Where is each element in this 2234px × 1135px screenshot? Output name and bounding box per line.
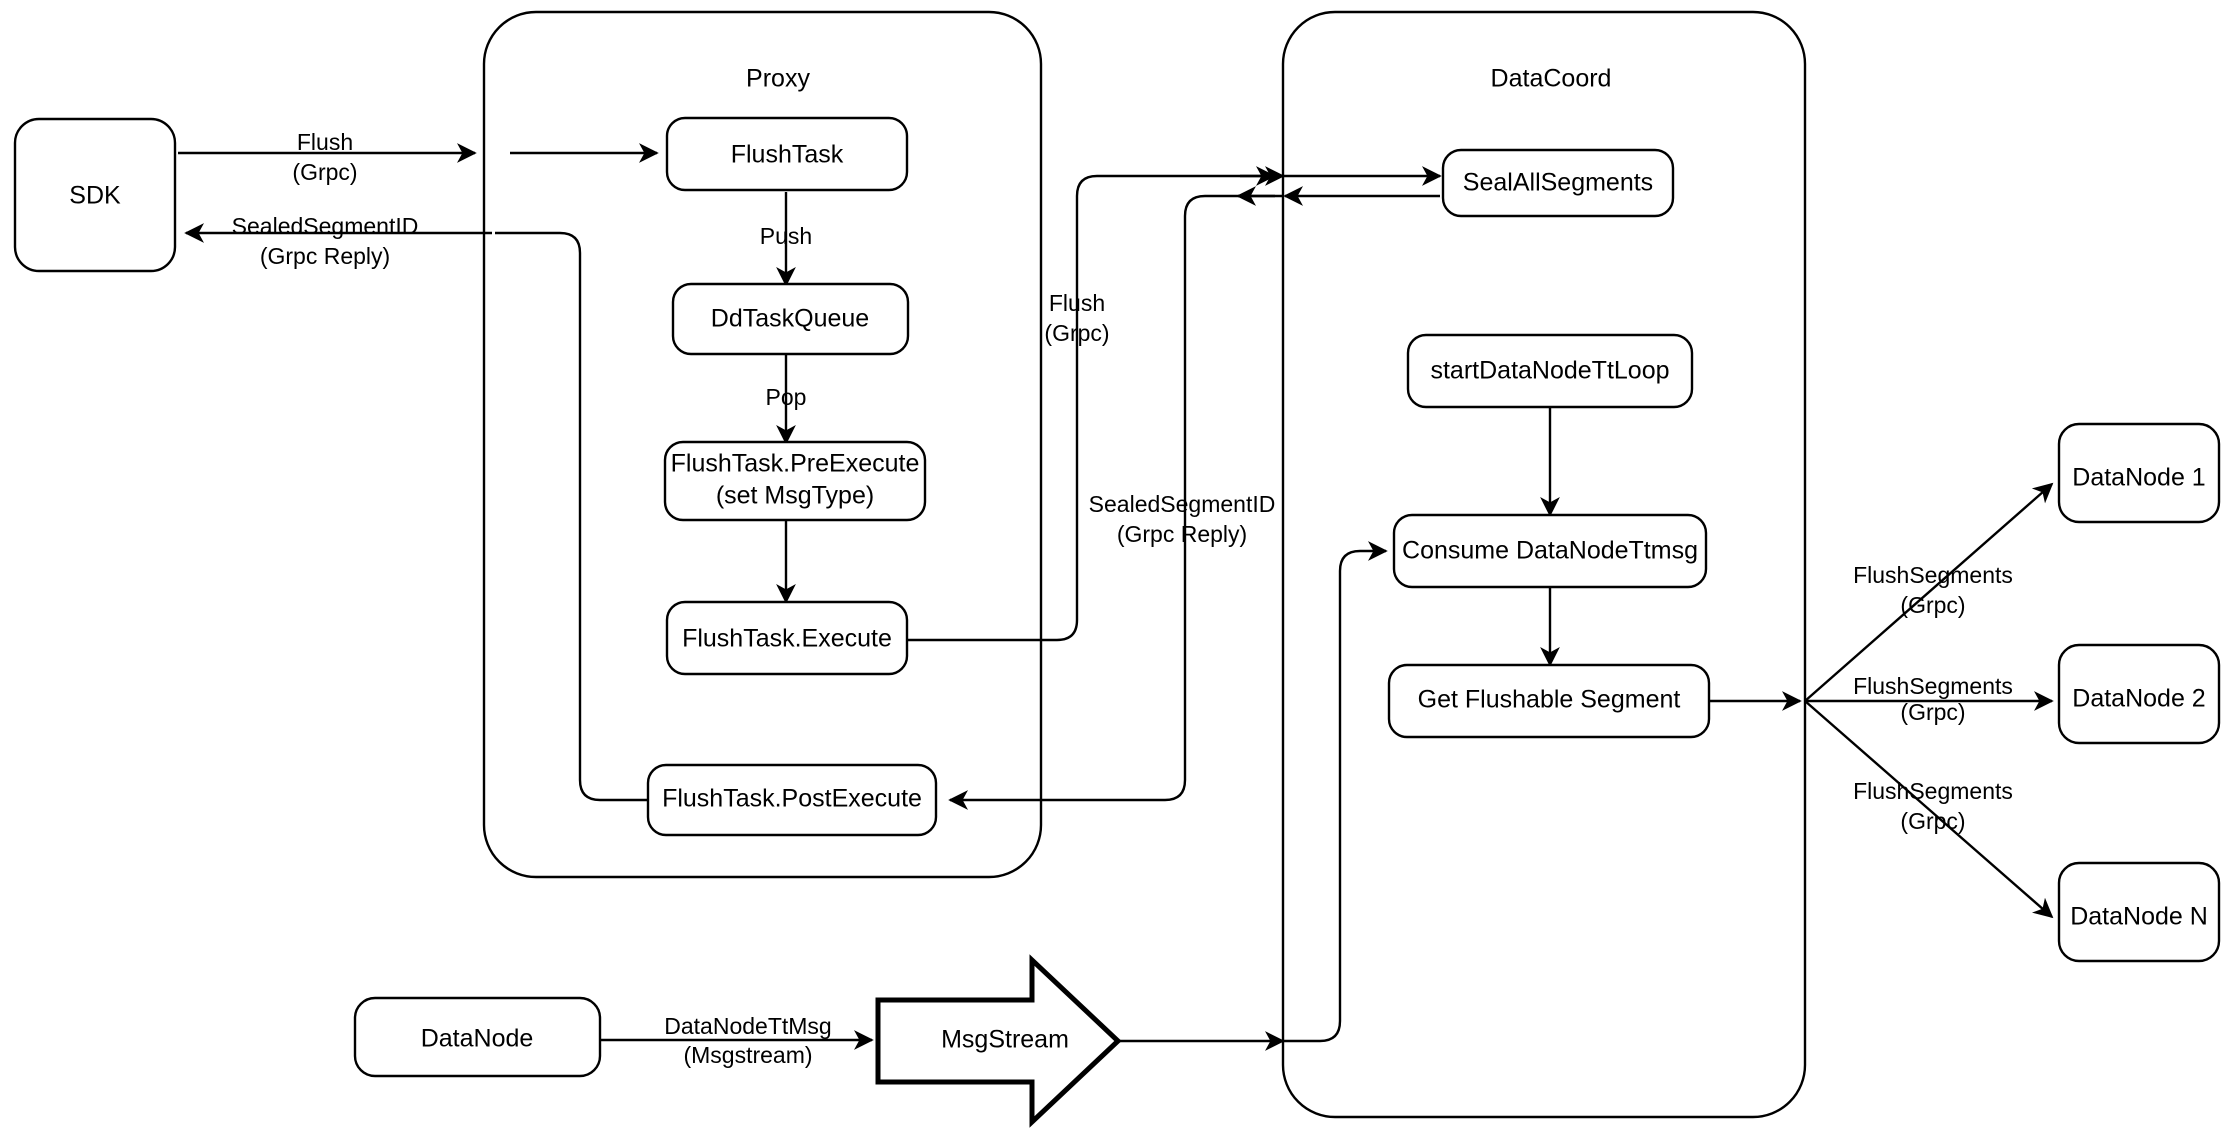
node-datanode-2-label: DataNode 2 <box>2072 685 2205 713</box>
group-proxy-label: Proxy <box>746 65 810 93</box>
node-flushtask-execute-label: FlushTask.Execute <box>682 625 892 653</box>
edge-label-sealed-to-proxy-line2: (Grpc Reply) <box>1117 521 1247 547</box>
edge-execute-to-sealallsegments <box>907 166 1276 642</box>
node-datanode-n-label: DataNode N <box>2070 903 2208 931</box>
edge-sealallsegments-to-postexecute <box>948 194 1275 810</box>
node-msgstream-arrow-shape[interactable] <box>875 954 1122 1128</box>
node-dd-task-queue-label: DdTaskQueue <box>711 305 869 333</box>
node-datanode-source[interactable] <box>353 996 602 1078</box>
edge-label-sealed-reply-line2: (Grpc Reply) <box>260 243 390 269</box>
node-datanode-n[interactable] <box>2057 861 2221 963</box>
edge-msgstream-to-consume <box>1283 541 1388 1043</box>
node-flushtask-postexecute[interactable] <box>646 763 938 837</box>
edge-label-sealed-reply-line1: SealedSegmentID <box>232 213 419 239</box>
edge-label-flushsegments-n-line1: FlushSegments <box>1853 778 2013 804</box>
node-seal-all-segments[interactable] <box>1441 148 1675 218</box>
edge-label-flush-to-coord-line2: (Grpc) <box>1044 320 1109 346</box>
node-sdk-label: SDK <box>69 182 121 210</box>
group-datacoord-label: DataCoord <box>1491 65 1612 93</box>
group-datacoord-container <box>1281 10 1807 1119</box>
node-flushtask-execute[interactable] <box>665 600 909 676</box>
edge-label-flushsegments-2-line2: (Grpc) <box>1900 699 1965 725</box>
node-datanode-1[interactable] <box>2057 422 2221 524</box>
edge-label-flush-to-coord-line1: Flush <box>1049 290 1105 316</box>
node-seal-all-segments-label: SealAllSegments <box>1463 169 1653 197</box>
edge-label-flushsegments-2-line1: FlushSegments <box>1853 673 2013 699</box>
group-proxy-container <box>482 10 1043 879</box>
node-flush-task[interactable] <box>665 116 909 192</box>
node-flushtask-preexecute-label-line1: FlushTask.PreExecute <box>671 450 920 478</box>
node-dd-task-queue[interactable] <box>671 282 910 356</box>
edge-postexecute-to-sdk-path <box>495 231 648 802</box>
node-datanode-source-label: DataNode <box>421 1025 534 1053</box>
edge-label-flushsegments-1-line2: (Grpc) <box>1900 592 1965 618</box>
edge-label-pop: Pop <box>766 384 807 410</box>
node-start-datanode-tt-loop-label: startDataNodeTtLoop <box>1430 357 1669 385</box>
edge-hub-to-datanode-1 <box>1804 482 2054 702</box>
edge-hub-to-datanode-n <box>1804 700 2054 919</box>
edge-label-sealed-to-proxy-line1: SealedSegmentID <box>1089 491 1276 517</box>
node-datanode-2[interactable] <box>2057 643 2221 745</box>
node-flush-task-label: FlushTask <box>731 141 844 169</box>
edge-label-flushsegments-n-line2: (Grpc) <box>1900 808 1965 834</box>
node-sdk[interactable] <box>13 117 177 273</box>
edge-label-ttmsg-line1: DataNodeTtMsg <box>664 1013 831 1039</box>
edge-label-flush-grpc-line1: Flush <box>297 129 353 155</box>
node-flushtask-postexecute-label: FlushTask.PostExecute <box>662 785 922 813</box>
node-get-flushable-segment-label: Get Flushable Segment <box>1418 686 1681 714</box>
node-datanode-1-label: DataNode 1 <box>2072 464 2205 492</box>
edge-label-push: Push <box>760 223 812 249</box>
node-msgstream-label: MsgStream <box>941 1026 1069 1054</box>
node-consume-datanode-ttmsg-label: Consume DataNodeTtmsg <box>1402 537 1698 565</box>
edge-label-ttmsg-line2: (Msgstream) <box>683 1042 812 1068</box>
node-flushtask-preexecute-label-line2: (set MsgType) <box>716 482 874 510</box>
edge-label-flush-grpc-line2: (Grpc) <box>292 159 357 185</box>
node-flushtask-preexecute[interactable] <box>663 440 927 522</box>
edge-label-flushsegments-1-line1: FlushSegments <box>1853 562 2013 588</box>
